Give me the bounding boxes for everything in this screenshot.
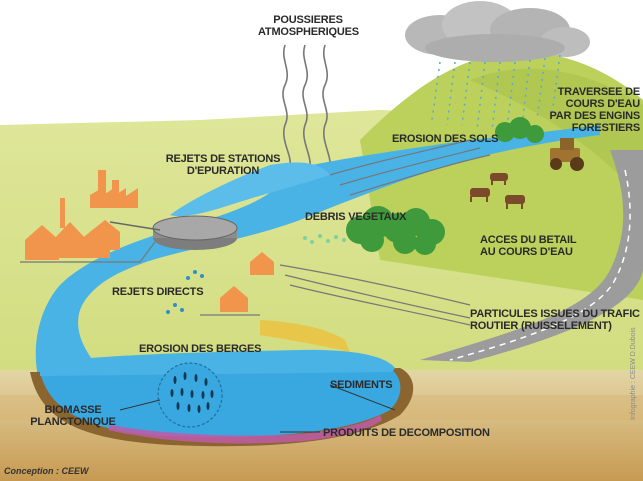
dust-label: POUSSIERES ATMOSPHERIQUES bbox=[258, 14, 359, 38]
leader-lines bbox=[119, 384, 396, 433]
plankton-label: BIOMASSE PLANCTONIQUE bbox=[28, 404, 118, 428]
decomposition-label: PRODUITS DE DECOMPOSITION bbox=[323, 427, 490, 439]
traffic-line1: PARTICULES ISSUES DU TRAFIC bbox=[470, 308, 640, 320]
decomposition-layer bbox=[108, 415, 382, 444]
forest-tractor bbox=[550, 138, 584, 171]
credit-text: Conception : CEEW bbox=[4, 466, 89, 476]
traffic-line2: ROUTIER (RUISSELEMENT) bbox=[470, 320, 612, 332]
hill-trees bbox=[495, 117, 544, 143]
soil-erosion-label: EROSION DES SOLS bbox=[392, 133, 499, 145]
sandy-bank bbox=[260, 320, 350, 352]
dust-label-line2: ATMOSPHERIQUES bbox=[258, 26, 359, 38]
traffic-particles-label: PARTICULES ISSUES DU TRAFIC ROUTIER (RUI… bbox=[470, 308, 640, 332]
direct-discharge bbox=[166, 270, 204, 314]
cattle-access-label: ACCES DU BETAIL AU COURS D'EAU bbox=[480, 234, 577, 258]
basin-top bbox=[40, 349, 395, 376]
direct-discharge-label: REJETS DIRECTS bbox=[112, 286, 204, 298]
treatment-line2: D'EPURATION bbox=[186, 165, 260, 177]
runoff-lines bbox=[279, 264, 471, 326]
treatment-basin bbox=[152, 215, 238, 250]
bank-erosion-label: EROSION DES BERGES bbox=[139, 343, 262, 355]
plankton-line2: PLANCTONIQUE bbox=[30, 416, 116, 428]
cattle-line2: AU COURS D'EAU bbox=[480, 246, 573, 258]
road bbox=[420, 150, 643, 362]
rain-cloud bbox=[405, 1, 590, 62]
rain bbox=[431, 54, 561, 131]
side-credit-text: Infographie : CEEW D.Dubois bbox=[630, 327, 637, 420]
traversee-line4: FORESTIERS bbox=[571, 122, 640, 134]
plankton-biomass bbox=[157, 362, 223, 428]
traversee-line1: TRAVERSEE DE bbox=[557, 86, 641, 98]
forest bbox=[346, 206, 445, 255]
plankton-line1: BIOMASSE bbox=[44, 404, 102, 416]
treatment-discharge-label: REJETS DE STATIONS D'EPURATION bbox=[158, 153, 288, 177]
traversee-line2: COURS D'EAU bbox=[565, 98, 641, 110]
hill-shade bbox=[470, 68, 643, 200]
plant-debris bbox=[303, 234, 346, 244]
dust-label-line1: POUSSIERES bbox=[273, 14, 343, 26]
riverside-houses bbox=[220, 252, 274, 312]
soil-erosion-lines bbox=[329, 139, 491, 196]
village-houses bbox=[25, 198, 120, 260]
cattle-line1: ACCES DU BETAIL bbox=[480, 234, 577, 246]
traversee-label: TRAVERSEE DE COURS D'EAU PAR DES ENGINS … bbox=[548, 86, 640, 134]
traversee-line3: PAR DES ENGINS bbox=[549, 110, 640, 122]
treatment-line1: REJETS DE STATIONS bbox=[165, 153, 281, 165]
cattle bbox=[470, 173, 525, 209]
treatment-factory bbox=[90, 170, 138, 208]
sediments-label: SEDIMENTS bbox=[330, 379, 393, 391]
plant-debris-label: DEBRIS VEGETAUX bbox=[305, 211, 407, 223]
river-widening bbox=[170, 162, 330, 217]
dust-lines bbox=[282, 44, 331, 169]
